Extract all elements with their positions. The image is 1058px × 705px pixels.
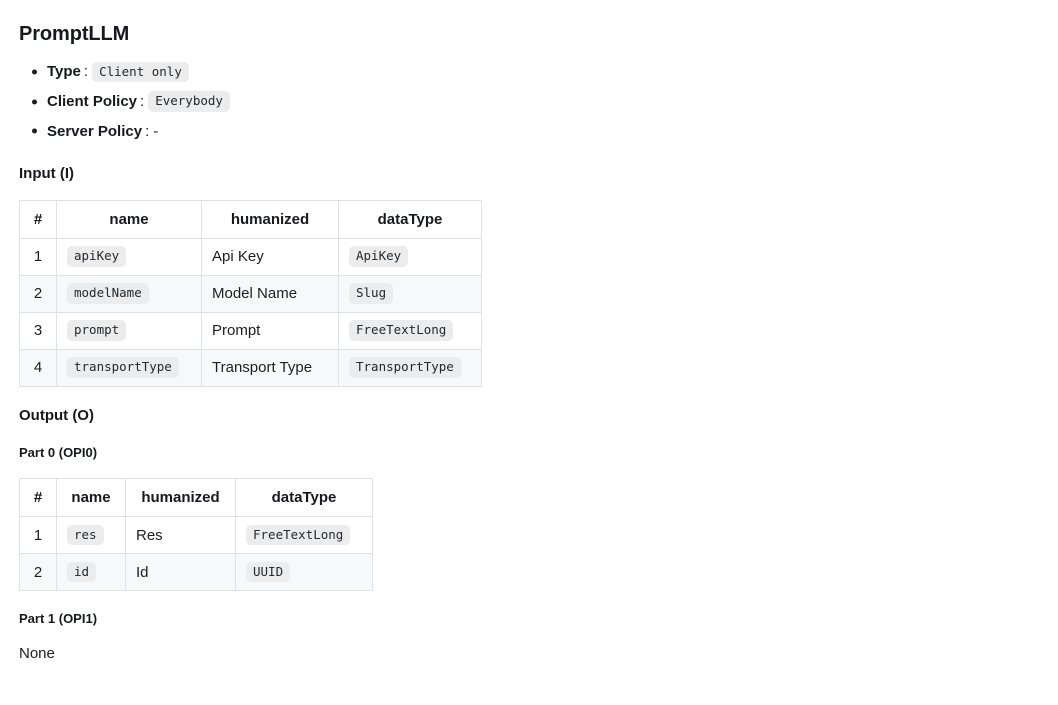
cell-index: 1 (19, 237, 57, 276)
table-row: 2 modelName Model Name Slug (19, 274, 482, 313)
datatype-chip: FreeTextLong (349, 320, 454, 342)
column-header-humanized: humanized (201, 199, 339, 239)
table-row: 1 apiKey Api Key ApiKey (19, 237, 482, 276)
column-header-name: name (56, 478, 126, 518)
cell-humanized: Transport Type (201, 348, 339, 387)
cell-humanized: Prompt (201, 311, 339, 350)
name-chip: modelName (67, 283, 149, 305)
cell-datatype: FreeTextLong (338, 311, 482, 350)
metadata-value-chip: Everybody (148, 91, 230, 112)
output-part-0-table: # name humanized dataType 1 res Res Free… (19, 478, 373, 592)
cell-index: 2 (19, 274, 57, 313)
cell-index: 4 (19, 348, 57, 387)
output-part-1-empty-text: None (19, 645, 55, 663)
metadata-list: Type : Client only Client Policy : Every… (19, 61, 1038, 142)
table-header-row: # name humanized dataType (19, 199, 482, 239)
column-header-datatype: dataType (338, 199, 482, 239)
metadata-value-plain: - (153, 122, 159, 140)
cell-humanized: Model Name (201, 274, 339, 313)
metadata-label: Server Policy (47, 122, 143, 140)
column-header-datatype: dataType (235, 478, 373, 518)
metadata-separator: : (140, 92, 145, 110)
cell-index: 3 (19, 311, 57, 350)
input-section-heading: Input (I) (19, 165, 74, 183)
cell-datatype: UUID (235, 553, 373, 592)
output-part-1-heading: Part 1 (OPI1) (19, 611, 98, 627)
table-row: 2 id Id UUID (19, 553, 373, 592)
table-header-row: # name humanized dataType (19, 478, 373, 518)
metadata-item-type: Type : Client only (19, 61, 1038, 83)
name-chip: transportType (67, 357, 179, 379)
cell-index: 1 (19, 516, 57, 555)
datatype-chip: TransportType (349, 357, 461, 379)
metadata-separator: : (145, 122, 150, 140)
column-header-name: name (56, 199, 202, 239)
cell-datatype: ApiKey (338, 237, 482, 276)
cell-datatype: FreeTextLong (235, 516, 373, 555)
column-header-index: # (19, 199, 57, 239)
cell-name: modelName (56, 274, 202, 313)
table-row: 3 prompt Prompt FreeTextLong (19, 311, 482, 350)
metadata-item-client-policy: Client Policy : Everybody (19, 91, 1038, 113)
column-header-index: # (19, 478, 57, 518)
name-chip: id (67, 561, 97, 583)
metadata-item-server-policy: Server Policy : - (19, 121, 1038, 143)
cell-name: prompt (56, 311, 202, 350)
cell-name: id (56, 553, 126, 592)
output-section-heading: Output (O) (19, 406, 94, 424)
input-table: # name humanized dataType 1 apiKey Api K… (19, 199, 482, 387)
page-title: PromptLLM (19, 23, 130, 45)
name-chip: res (67, 524, 104, 546)
cell-name: apiKey (56, 237, 202, 276)
name-chip: apiKey (67, 246, 127, 268)
table-row: 4 transportType Transport Type Transport… (19, 348, 482, 387)
cell-index: 2 (19, 553, 57, 592)
metadata-separator: : (83, 63, 89, 80)
metadata-label: Client Policy (47, 92, 138, 110)
page-root: PromptLLM Type : Client only Client Poli… (0, 0, 1058, 664)
metadata-label: Type (47, 63, 81, 80)
cell-datatype: TransportType (338, 348, 482, 387)
datatype-chip: Slug (349, 283, 394, 305)
cell-humanized: Api Key (201, 237, 339, 276)
cell-name: transportType (56, 348, 202, 387)
cell-name: res (56, 516, 126, 555)
cell-humanized: Id (125, 553, 236, 592)
metadata-value-chip: Client only (92, 61, 189, 83)
cell-datatype: Slug (338, 274, 482, 313)
output-part-0-heading: Part 0 (OPI0) (19, 445, 98, 461)
cell-humanized: Res (125, 516, 236, 555)
name-chip: prompt (67, 320, 127, 342)
datatype-chip: FreeTextLong (246, 524, 351, 546)
datatype-chip: UUID (246, 561, 291, 583)
table-row: 1 res Res FreeTextLong (19, 516, 373, 555)
column-header-humanized: humanized (125, 478, 236, 518)
datatype-chip: ApiKey (349, 246, 409, 268)
